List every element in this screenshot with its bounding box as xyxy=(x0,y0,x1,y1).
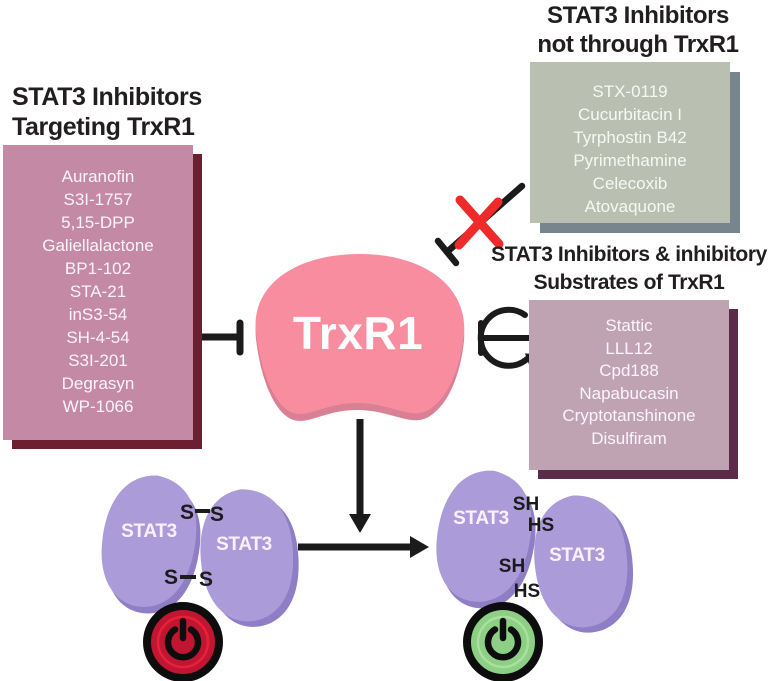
top-right-panel-title-line1: STAT3 Inhibitors xyxy=(546,2,730,29)
red-x-icon xyxy=(454,195,504,250)
arrow-right xyxy=(298,536,429,558)
inhibitor-item: Pyrimethamine xyxy=(573,151,687,170)
thiol-sh-label: SH xyxy=(499,556,525,577)
disulfide-s-label: S xyxy=(210,503,224,526)
trxr1-body xyxy=(255,254,465,414)
inhibitor-item: Atovaquone xyxy=(584,197,676,216)
inhibitor-item: BP1-102 xyxy=(64,259,132,278)
targeting-trxr1-list: Auranofin S3I-1757 5,15-DPP Galiellalact… xyxy=(3,145,193,418)
stat3-label: STAT3 xyxy=(216,534,272,555)
inhibitor-item: 5,15-DPP xyxy=(61,213,135,232)
inhibitor-item: LLL12 xyxy=(605,338,653,358)
inhibitor-item: Disulfiram xyxy=(591,428,667,448)
inhibitor-item: S3I-1757 xyxy=(63,190,133,209)
thiol-sh-label: SH xyxy=(513,494,539,515)
inhibitor-item: inS3-54 xyxy=(68,305,128,324)
inhibitor-item: Napabucasin xyxy=(579,383,679,403)
power-on-icon xyxy=(463,602,543,681)
inhibitor-item: WP-1066 xyxy=(62,397,134,416)
stat3-label: STAT3 xyxy=(121,521,177,542)
mid-right-panel-title: STAT3 Inhibitors & inhibitory Substrates… xyxy=(472,241,780,297)
disulfide-bonds xyxy=(180,509,210,579)
panel-targeting-trxr1: Auranofin S3I-1757 5,15-DPP Galiellalact… xyxy=(3,145,193,440)
top-right-panel-title: STAT3 Inhibitors not through TrxR1 xyxy=(518,1,758,59)
inhibitor-item: STX-0119 xyxy=(592,82,668,101)
inhibitor-item: Auranofin xyxy=(61,167,135,186)
disulfide-s-label: S xyxy=(199,568,213,591)
stat3-monomers-reduced: SH HS SH HS xyxy=(436,470,634,633)
disulfide-s-label: S xyxy=(164,566,178,589)
inhibitor-item: STA-21 xyxy=(69,282,127,301)
stat3-dimer-oxidized: S S S S xyxy=(101,475,299,627)
left-panel-title: STAT3 Inhibitors Targeting TrxR1 xyxy=(12,82,232,142)
trxr1-label: TrxR1 xyxy=(292,307,424,359)
top-right-panel-title-line2: not through TrxR1 xyxy=(537,31,739,58)
not-through-trxr1-list: STX-0119 Cucurbitacin I Tyrphostin B42 P… xyxy=(530,62,730,218)
inhibitor-item: Degrasyn xyxy=(61,374,135,393)
inhibitor-item: Stattic xyxy=(605,316,653,335)
power-off-icon xyxy=(143,602,223,681)
stat3-label: STAT3 xyxy=(549,545,605,566)
arrow-down xyxy=(349,419,371,533)
inhibition-arrow-left xyxy=(197,319,244,356)
inhibitor-item: Celecoxib xyxy=(592,174,668,193)
inhibitors-substrates-list: Stattic LLL12 Cpd188 Napabucasin Cryptot… xyxy=(529,300,729,450)
panel-inhibitors-substrates: Stattic LLL12 Cpd188 Napabucasin Cryptot… xyxy=(529,300,729,470)
inhibitor-item: SH-4-54 xyxy=(66,328,130,347)
disulfide-s-label: S xyxy=(180,501,194,524)
inhibitor-item: Cryptotanshinone xyxy=(562,406,696,425)
mid-right-panel-title-line2: Substrates of TrxR1 xyxy=(533,271,725,294)
inhibitor-item: Galiellalactone xyxy=(42,236,154,255)
inhibitor-item: Cpd188 xyxy=(599,361,659,380)
trxr1-protein-shape xyxy=(255,254,465,421)
stat3-label: STAT3 xyxy=(453,508,509,529)
inhibitor-item: S3I-201 xyxy=(68,351,128,370)
inhibitor-item: Cucurbitacin I xyxy=(578,105,682,124)
left-panel-title-line2: Targeting TrxR1 xyxy=(12,113,195,141)
left-panel-title-line1: STAT3 Inhibitors xyxy=(12,83,202,111)
mid-right-panel-title-line1: STAT3 Inhibitors & inhibitory xyxy=(491,243,767,266)
thiol-hs-label: HS xyxy=(528,515,554,536)
inhibitor-item: Tyrphostin B42 xyxy=(573,128,687,147)
panel-not-through-trxr1: STX-0119 Cucurbitacin I Tyrphostin B42 P… xyxy=(530,62,730,223)
thiol-hs-label: HS xyxy=(514,581,540,602)
